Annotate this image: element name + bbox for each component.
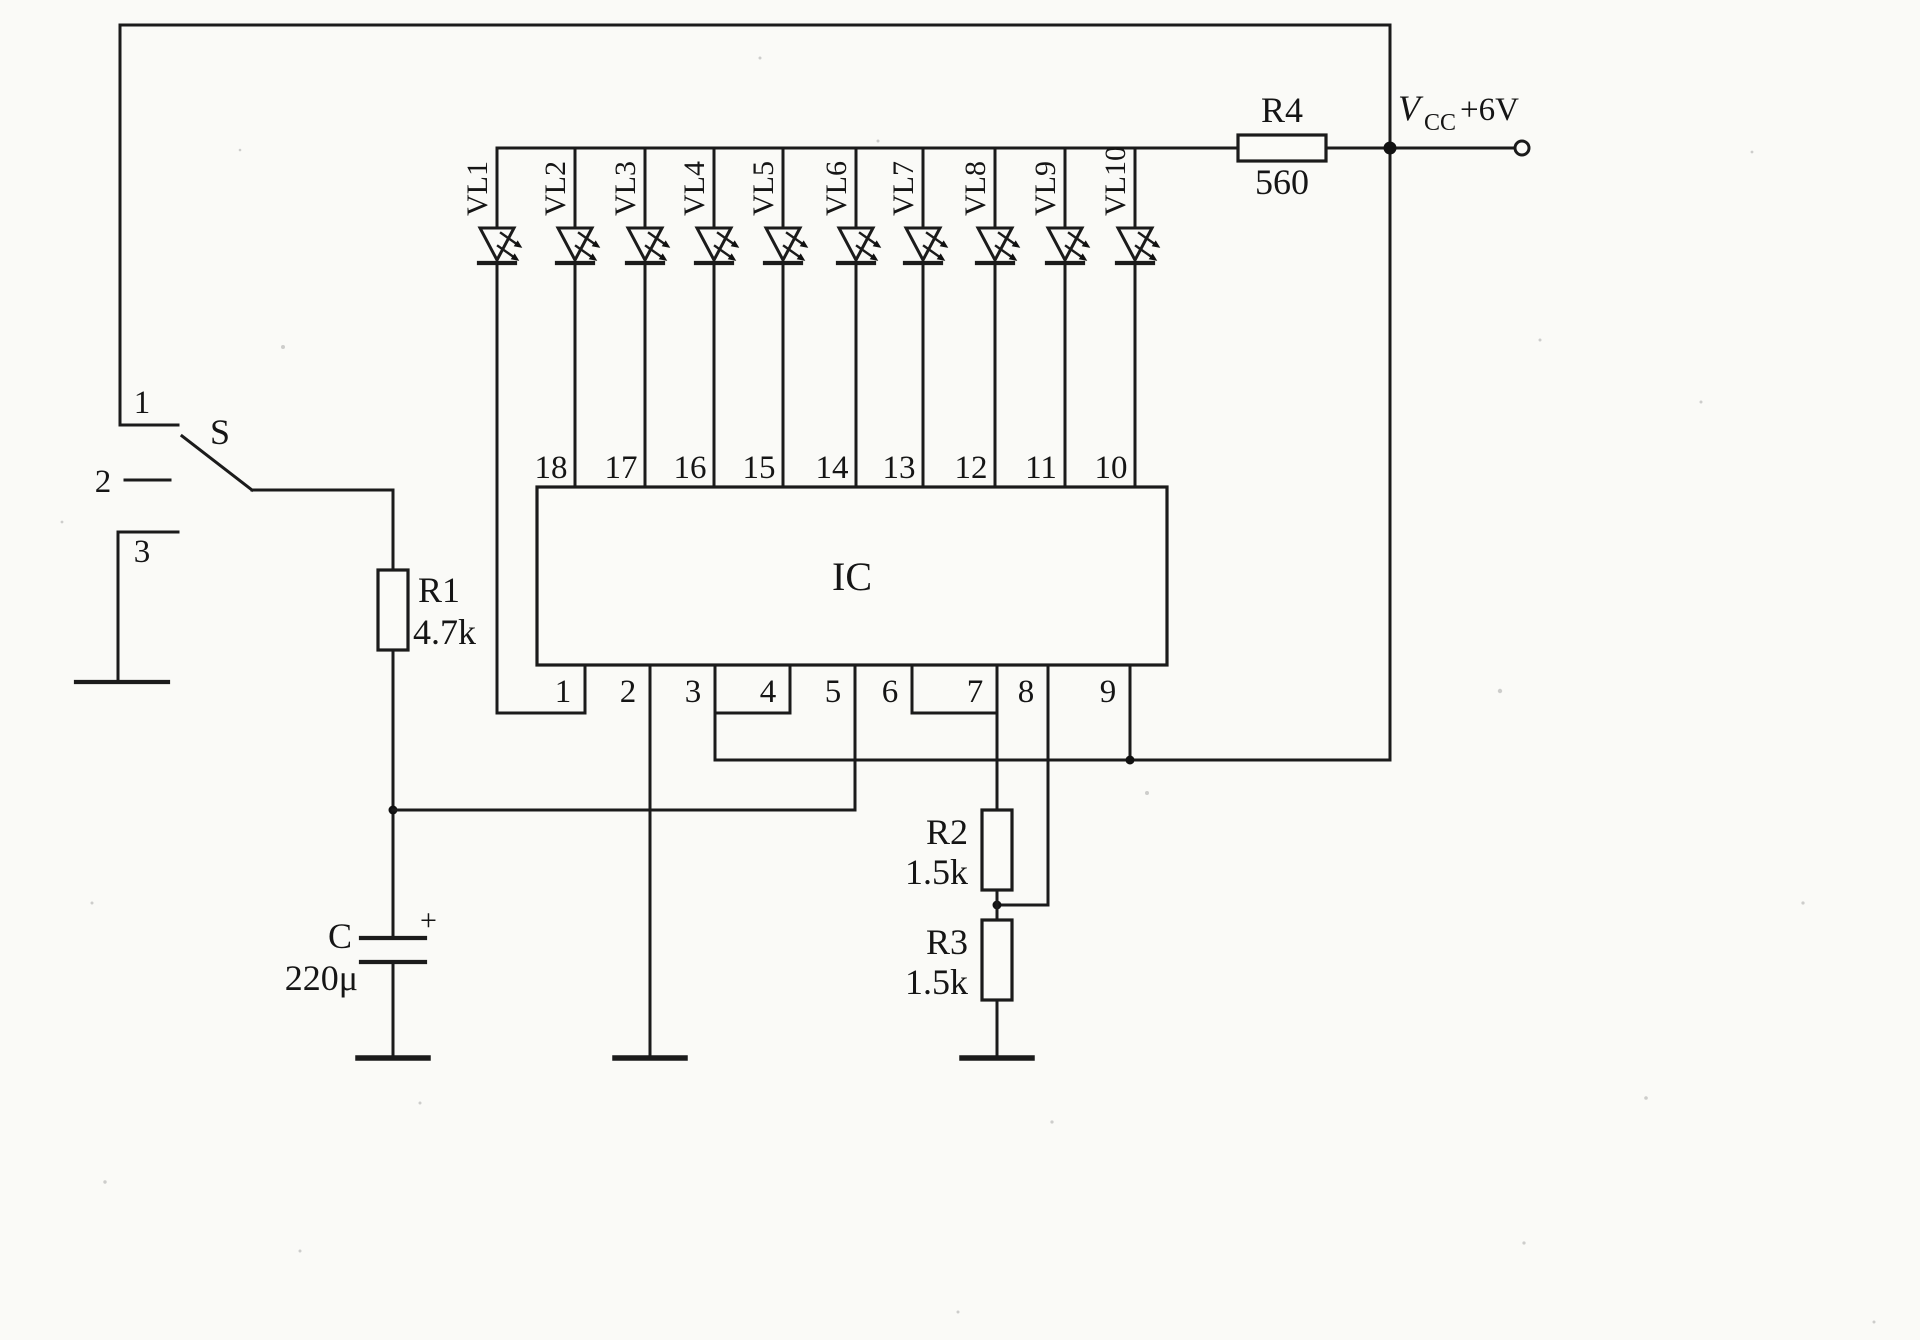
resistor-r3-body [980, 918, 1014, 1002]
vcc-terminal-icon [1513, 139, 1531, 157]
capacitor-polarity-label: + [420, 904, 437, 937]
ic-bottom-pin-2: 2 [620, 674, 637, 710]
vcc-label-value: +6V [1460, 92, 1519, 128]
wire-switch-to-r1 [250, 488, 395, 572]
junction-pin9-rail [1125, 755, 1135, 765]
wire-vl1-to-pin1 [495, 261, 587, 715]
wire-pin8-to-divider [995, 663, 1050, 907]
led-label-vl5: VL5 [747, 161, 780, 216]
switch-pos1-label: 1 [134, 385, 151, 421]
ic-top-pin-13: 13 [883, 450, 916, 486]
ic-bottom-pin-9: 9 [1100, 674, 1117, 710]
led-label-vl10: VL10 [1099, 146, 1132, 216]
led-label-vl7: VL7 [887, 161, 920, 216]
ic-top-pin-10: 10 [1095, 450, 1128, 486]
resistor-r2-name: R2 [926, 812, 968, 852]
ic-bottom-pin-8: 8 [1018, 674, 1035, 710]
resistor-r1-value: 4.7k [413, 612, 476, 652]
led-label-vl1: VL1 [461, 161, 494, 216]
led-label-vl6: VL6 [820, 161, 853, 216]
ic-label: IC [832, 554, 872, 599]
switch-pos3-label: 3 [134, 534, 151, 570]
wire-vcc-rail [118, 23, 1392, 762]
ic-body [535, 485, 1169, 667]
resistor-r3-name: R3 [926, 922, 968, 962]
ic-top-pin-14: 14 [816, 450, 849, 486]
capacitor-name: C [328, 916, 352, 956]
switch-pos3-terminal [116, 530, 180, 684]
led-label-vl9: VL9 [1029, 161, 1062, 216]
switch-name-label: S [210, 412, 230, 452]
ic-top-pin-15: 15 [743, 450, 776, 486]
resistor-r1-body [376, 568, 410, 652]
wire-pin4-to-pin3-bracket [713, 663, 792, 715]
wire-pin6-to-pin7-bracket [910, 663, 999, 715]
ic-bottom-pin-7: 7 [967, 674, 984, 710]
ic-bottom-pin-3: 3 [685, 674, 702, 710]
led-label-vl8: VL8 [959, 161, 992, 216]
resistor-r1-name: R1 [418, 570, 460, 610]
capacitor-value: 220μ [285, 958, 358, 998]
ic-bottom-pin-5: 5 [825, 674, 842, 710]
ic-top-pin-16: 16 [674, 450, 707, 486]
resistor-r2-body [980, 808, 1014, 892]
ic-top-pin-17: 17 [605, 450, 638, 486]
ic-bottom-pin-4: 4 [760, 674, 777, 710]
ic-top-pin-12: 12 [955, 450, 988, 486]
resistor-r2-value: 1.5k [905, 852, 968, 892]
ic-bottom-pin-6: 6 [882, 674, 899, 710]
ic-top-pin-18: 18 [535, 450, 568, 486]
vcc-label-v: V [1398, 88, 1424, 128]
resistor-r4-name: R4 [1261, 90, 1303, 130]
junction-vcc-node [1383, 141, 1397, 155]
led-label-vl4: VL4 [678, 161, 711, 216]
wires-led-cathodes-to-ic [573, 261, 1137, 489]
wire-signal-to-pin5 [391, 663, 857, 812]
switch-arm [179, 433, 255, 493]
resistor-r3-value: 1.5k [905, 962, 968, 1002]
ic-bottom-pin-1: 1 [555, 674, 572, 710]
switch-pos2-label: 2 [95, 464, 112, 500]
resistor-r4-body [1236, 133, 1328, 163]
vcc-label-cc: CC [1424, 110, 1456, 136]
resistor-r4-value: 560 [1255, 162, 1309, 202]
led-label-vl2: VL2 [539, 161, 572, 216]
scan-noise [60, 56, 1876, 1324]
ic-top-pin-11: 11 [1025, 450, 1057, 486]
led-label-vl3: VL3 [609, 161, 642, 216]
